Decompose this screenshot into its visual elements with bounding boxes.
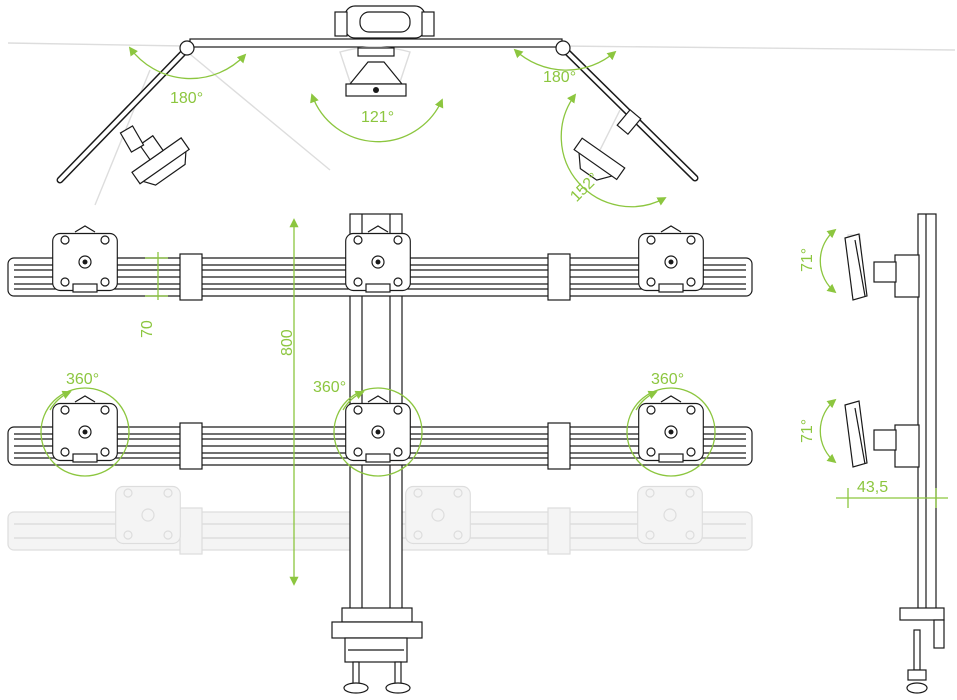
vesa-upper-right <box>638 225 704 293</box>
label-rotate-center: 360° <box>313 379 346 396</box>
vesa-lower-center <box>345 395 411 463</box>
ghost-arm-left-straight <box>7 42 186 47</box>
angle-arc-top-right <box>513 48 617 71</box>
label-rotate-left: 360° <box>66 371 99 388</box>
ghost-arm-left-swing <box>184 49 331 171</box>
label-bar-height: 70 <box>139 320 156 338</box>
front-view: 360° 360° 360° 800 70 <box>7 213 753 694</box>
vesa-lower-left <box>52 395 118 463</box>
label-top-left-angle: 180° <box>170 90 203 107</box>
label-side-tilt-bottom: 71° <box>799 419 816 443</box>
side-head-upper <box>844 233 920 301</box>
vesa-lower-right <box>638 395 704 463</box>
ghost-arm-right-straight <box>559 45 956 51</box>
top-center-bar <box>189 38 563 48</box>
vesa-upper-center <box>345 225 411 293</box>
side-pole <box>917 213 937 613</box>
rotate-circle-center <box>333 387 423 477</box>
top-left-monitor-head <box>131 134 190 186</box>
rotate-circle-right <box>626 387 716 477</box>
label-side-tilt-top: 71° <box>799 248 816 272</box>
rotate-circle-left <box>40 387 130 477</box>
side-view: 71° 71° 43,5 <box>799 213 948 694</box>
label-side-offset: 43,5 <box>857 479 888 496</box>
angle-arc-top-right-tilt <box>560 93 667 208</box>
top-center-monitor-head <box>339 46 411 97</box>
desk-clamp <box>331 607 423 694</box>
label-pole-height: 800 <box>279 329 296 356</box>
top-right-joint <box>555 40 571 56</box>
side-clamp <box>899 607 945 694</box>
side-head-lower <box>844 400 920 468</box>
angle-arc-top-left <box>128 46 247 80</box>
angle-arc-top-center <box>310 93 444 143</box>
top-view: 180° 121° 180° 152° <box>7 5 956 208</box>
top-left-joint <box>179 40 195 56</box>
tilt-arc-upper <box>819 228 837 294</box>
tilt-arc-lower <box>819 398 837 464</box>
vesa-upper-left <box>52 225 118 293</box>
label-top-right-angle: 180° <box>543 69 576 86</box>
label-rotate-right: 360° <box>651 371 684 388</box>
label-top-center-angle: 121° <box>361 109 394 126</box>
